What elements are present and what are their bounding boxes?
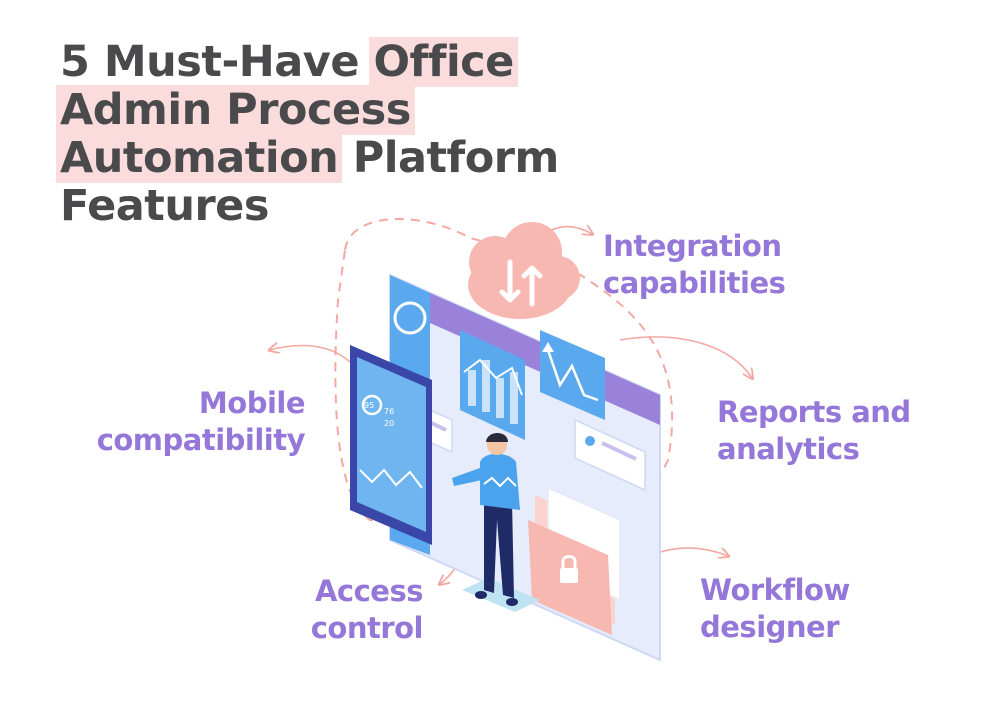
feature-label: compatibility [96, 423, 306, 457]
bar-chart-panel [460, 330, 525, 440]
feature-mobile-compatibility: Mobile compatibility [80, 385, 306, 459]
feature-label: control [310, 611, 424, 645]
title-text: 5 Must-Have [60, 37, 374, 87]
arrow-reports [619, 336, 752, 378]
chart-bar [496, 378, 504, 418]
feature-label: Integration [603, 229, 782, 263]
phone-gauge [361, 394, 383, 416]
phone-readout-c: 20 [384, 419, 394, 428]
feature-integration-capabilities: Integration capabilities [603, 228, 786, 302]
phone-wave [359, 468, 423, 489]
feature-workflow-designer: Workflow designer [700, 572, 850, 646]
phone-readout-b: 76 [384, 407, 394, 416]
cloud-sync-icon [468, 222, 580, 319]
title-highlight: Office [369, 37, 518, 87]
chart-bar [468, 370, 476, 406]
phone-readout-a: 95 [364, 401, 374, 410]
chart-bar [482, 360, 490, 412]
feature-label: Mobile [198, 386, 306, 420]
chat-bubble-icon [574, 418, 646, 492]
phone-screen [357, 357, 426, 532]
feature-label: Workflow [700, 573, 850, 607]
arrow-up-icon [542, 342, 554, 352]
arrow-mobile [270, 346, 351, 363]
person-figure [452, 433, 540, 612]
feature-label: designer [700, 610, 840, 644]
board-avatar-ring [393, 301, 427, 335]
page-title: 5 Must-Have Office Admin Process Automat… [56, 37, 560, 230]
title-line-4: Features [60, 182, 559, 230]
feature-label: capabilities [603, 266, 786, 300]
dashed-flow-loop [334, 217, 674, 521]
title-line-1: 5 Must-Have Office [60, 37, 559, 87]
title-line-2: Admin Process [56, 85, 559, 135]
feature-label: Access [314, 574, 424, 608]
chart-trend-line [463, 358, 523, 396]
feature-label: Reports and [717, 395, 911, 429]
title-text: Platform [338, 133, 560, 183]
feature-reports-and-analytics: Reports and analytics [717, 394, 911, 468]
line-chart-curve [546, 349, 599, 402]
title-highlight: Automation [56, 133, 343, 183]
feature-label: analytics [717, 432, 860, 466]
chart-bar [510, 372, 518, 424]
feature-access-control: Access control [240, 573, 424, 647]
title-text: Features [60, 181, 269, 231]
padlock-icon [560, 555, 578, 583]
title-highlight: Admin Process [56, 85, 415, 135]
title-line-3: Automation Platform [56, 133, 560, 183]
